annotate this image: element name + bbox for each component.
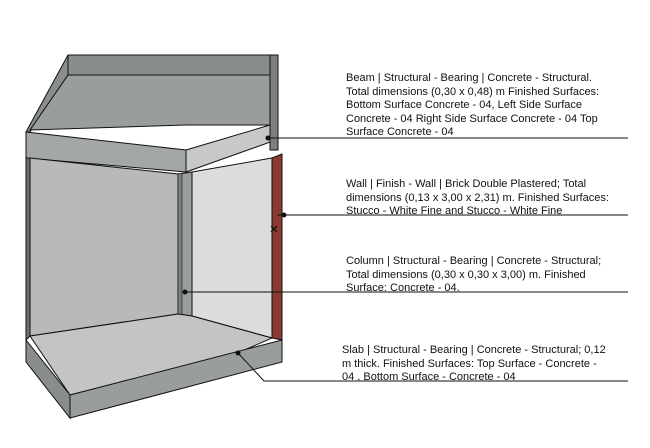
column-annotation: Column | Structural - Bearing | Concrete…	[346, 255, 602, 295]
side-wall-face	[191, 157, 273, 339]
upper-slab-underside	[29, 74, 271, 131]
cross-marker	[270, 225, 278, 233]
upper-slab-top-face	[67, 54, 271, 76]
beam-annotation: Beam | Structural - Bearing | Concrete -…	[346, 72, 600, 139]
beam-end-face	[269, 54, 279, 151]
back-wall-face	[29, 157, 179, 337]
floor-slab-front-right	[69, 339, 283, 419]
brick-wall-edge	[271, 153, 283, 341]
wall-leader-dot	[281, 212, 287, 218]
column-side-strip	[177, 172, 183, 316]
column-leader-dot	[182, 289, 188, 295]
beam-leader-dot	[265, 135, 271, 141]
slab-leader-line	[237, 352, 628, 382]
slab-leader-dot	[235, 350, 241, 356]
wall-annotation: Wall | Finish - Wall | Brick Double Plas…	[346, 178, 609, 218]
left-wall-edge	[25, 157, 31, 342]
slab-annotation: Slab | Structural - Bearing | Concrete -…	[342, 344, 606, 384]
